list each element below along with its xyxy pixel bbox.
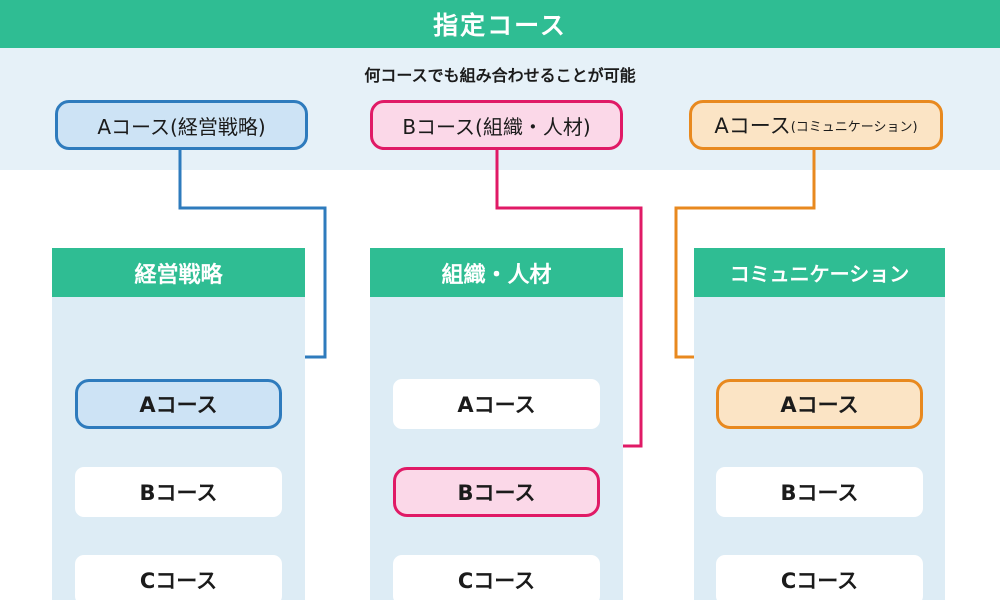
course-item-label: Bコース — [139, 481, 218, 505]
column-body: Aコース Bコース Cコース — [370, 297, 623, 605]
course-item-label: Cコース — [457, 569, 536, 593]
course-item-label: Aコース — [457, 393, 536, 417]
badge-label: Bコース(組織・人材) — [402, 114, 591, 139]
column-strategy: 経営戦略 Aコース Bコース Cコース — [52, 248, 305, 605]
badge-sub-label: (コミュニケーション) — [790, 119, 918, 135]
course-item-b: Bコース — [75, 467, 282, 517]
badge-b-course-organization: Bコース(組織・人材) — [370, 100, 623, 150]
course-item-label: Bコース — [780, 481, 859, 505]
course-item-b: Bコース — [393, 467, 600, 517]
badge-a-course-communication: Aコース(コミュニケーション) — [689, 100, 943, 150]
course-item-label: Bコース — [457, 481, 536, 505]
course-item-label: Cコース — [139, 569, 218, 593]
course-item-label: Aコース — [780, 393, 859, 417]
column-header: 経営戦略 — [52, 248, 305, 297]
column-organization: 組織・人材 Aコース Bコース Cコース — [370, 248, 623, 605]
course-item-c: Cコース — [75, 555, 282, 605]
header-bar: 指定コース — [0, 0, 1000, 48]
course-item-label: Aコース — [139, 393, 218, 417]
course-item-a: Aコース — [393, 379, 600, 429]
course-item-a: Aコース — [75, 379, 282, 429]
badge-a-course-strategy: Aコース(経営戦略) — [55, 100, 308, 150]
column-header: コミュニケーション — [694, 248, 945, 297]
course-item-label: Cコース — [780, 569, 859, 593]
course-item-b: Bコース — [716, 467, 923, 517]
column-communication: コミュニケーション Aコース Bコース Cコース — [694, 248, 945, 605]
badge-label: Aコース — [714, 114, 791, 138]
course-item-a: Aコース — [716, 379, 923, 429]
course-item-c: Cコース — [393, 555, 600, 605]
page-title: 指定コース — [433, 11, 567, 40]
badge-label: Aコース(経営戦略) — [97, 114, 266, 139]
column-body: Aコース Bコース Cコース — [694, 297, 945, 605]
column-body: Aコース Bコース Cコース — [52, 297, 305, 605]
column-header: 組織・人材 — [370, 248, 623, 297]
subtitle-text: 何コースでも組み合わせることが可能 — [364, 66, 636, 85]
course-item-c: Cコース — [716, 555, 923, 605]
